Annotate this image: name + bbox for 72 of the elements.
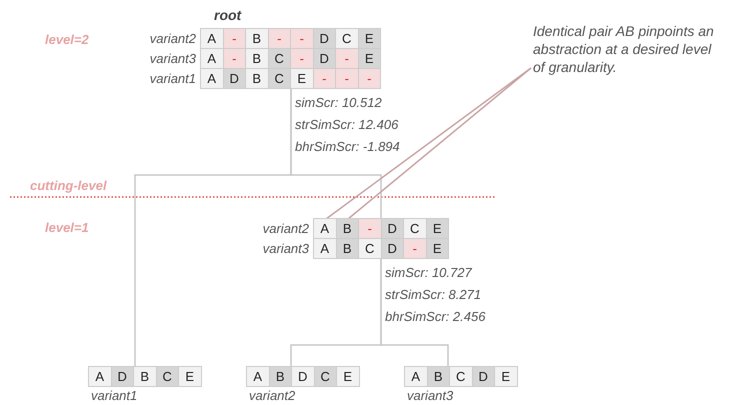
sequence-cell: A bbox=[89, 367, 110, 386]
gap-cell: - bbox=[358, 69, 380, 88]
gap-cell: - bbox=[291, 49, 312, 68]
sequence-cell: C bbox=[404, 219, 426, 238]
sequence-cell: E bbox=[179, 367, 200, 386]
sequence-cell: D bbox=[112, 367, 133, 386]
sequence-cell: A bbox=[201, 29, 222, 48]
sequence-cell: C bbox=[336, 29, 358, 48]
score-text: strSimScr: 8.271 bbox=[385, 286, 482, 304]
sequence-cell: E bbox=[426, 239, 448, 258]
score-text: strSimScr: 12.406 bbox=[295, 116, 398, 134]
sequence-cell: A bbox=[201, 69, 222, 88]
level-label: cutting-level bbox=[30, 178, 107, 193]
variant-label: variant3 bbox=[150, 50, 196, 68]
level-label: level=1 bbox=[45, 220, 89, 235]
sequence-cell: C bbox=[268, 49, 290, 68]
sequence-cell: E bbox=[337, 367, 358, 386]
sequence-cell: C bbox=[450, 367, 472, 386]
gap-cell: - bbox=[314, 69, 335, 88]
sequence-cell: D bbox=[472, 367, 494, 386]
sequence-cell: C bbox=[268, 69, 290, 88]
gap-cell: - bbox=[404, 239, 426, 258]
sequence-cell: C bbox=[314, 367, 336, 386]
sequence-cell: D bbox=[224, 69, 245, 88]
sequence-cell: E bbox=[291, 69, 312, 88]
sequence-cell: D bbox=[292, 367, 314, 386]
sequence-cell: D bbox=[382, 219, 403, 238]
tree-branch-line bbox=[134, 89, 292, 366]
sequence-cell: E bbox=[495, 367, 516, 386]
sequence-cell: A bbox=[405, 367, 426, 386]
sequence-cell: E bbox=[358, 49, 380, 68]
sequence-cell: A bbox=[314, 239, 336, 258]
gap-cell: - bbox=[224, 49, 245, 68]
sequence-cell: B bbox=[246, 49, 268, 68]
sequence-cell: A bbox=[201, 49, 222, 68]
sequence-cell: E bbox=[426, 219, 448, 238]
score-text: bhrSimScr: -1.894 bbox=[295, 138, 400, 156]
variant-label: variant1 bbox=[150, 70, 196, 88]
table-heading: root bbox=[214, 7, 242, 23]
gap-cell: - bbox=[336, 49, 358, 68]
variant-label: variant2 bbox=[262, 220, 309, 238]
sequence-cell: B bbox=[336, 239, 358, 258]
tree-branch-line bbox=[380, 259, 449, 366]
score-text: simScr: 10.727 bbox=[385, 264, 472, 282]
gap-cell: - bbox=[336, 69, 358, 88]
variant-label: variant3 bbox=[407, 388, 454, 403]
level-label: level=2 bbox=[45, 32, 89, 47]
annotation-text: Identical pair AB pinpoints an abstraction at a desired level of granularity. bbox=[533, 22, 723, 76]
sequence-cell: D bbox=[314, 49, 335, 68]
gap-cell: - bbox=[268, 29, 290, 48]
gap-cell: - bbox=[291, 29, 312, 48]
sequence-cell: B bbox=[134, 367, 156, 386]
score-text: bhrSimScr: 2.456 bbox=[385, 308, 486, 326]
sequence-cell: D bbox=[314, 29, 335, 48]
sequence-cell: D bbox=[382, 239, 403, 258]
sequence-cell: B bbox=[270, 367, 291, 386]
sequence-cell: A bbox=[314, 219, 336, 238]
sequence-cell: B bbox=[246, 29, 268, 48]
gap-cell: - bbox=[224, 29, 245, 48]
variant-label: variant1 bbox=[91, 388, 138, 403]
sequence-cell: B bbox=[246, 69, 268, 88]
variant-label: variant2 bbox=[150, 30, 196, 48]
gap-cell: - bbox=[359, 219, 380, 238]
sequence-cell: E bbox=[358, 29, 380, 48]
sequence-cell: A bbox=[247, 367, 268, 386]
sequence-cell: B bbox=[428, 367, 449, 386]
variant-label: variant3 bbox=[262, 240, 309, 258]
score-text: simScr: 10.512 bbox=[295, 94, 382, 112]
sequence-cell: B bbox=[336, 219, 358, 238]
sequence-cell: C bbox=[156, 367, 178, 386]
variant-label: variant2 bbox=[249, 388, 296, 403]
sequence-cell: C bbox=[359, 239, 380, 258]
